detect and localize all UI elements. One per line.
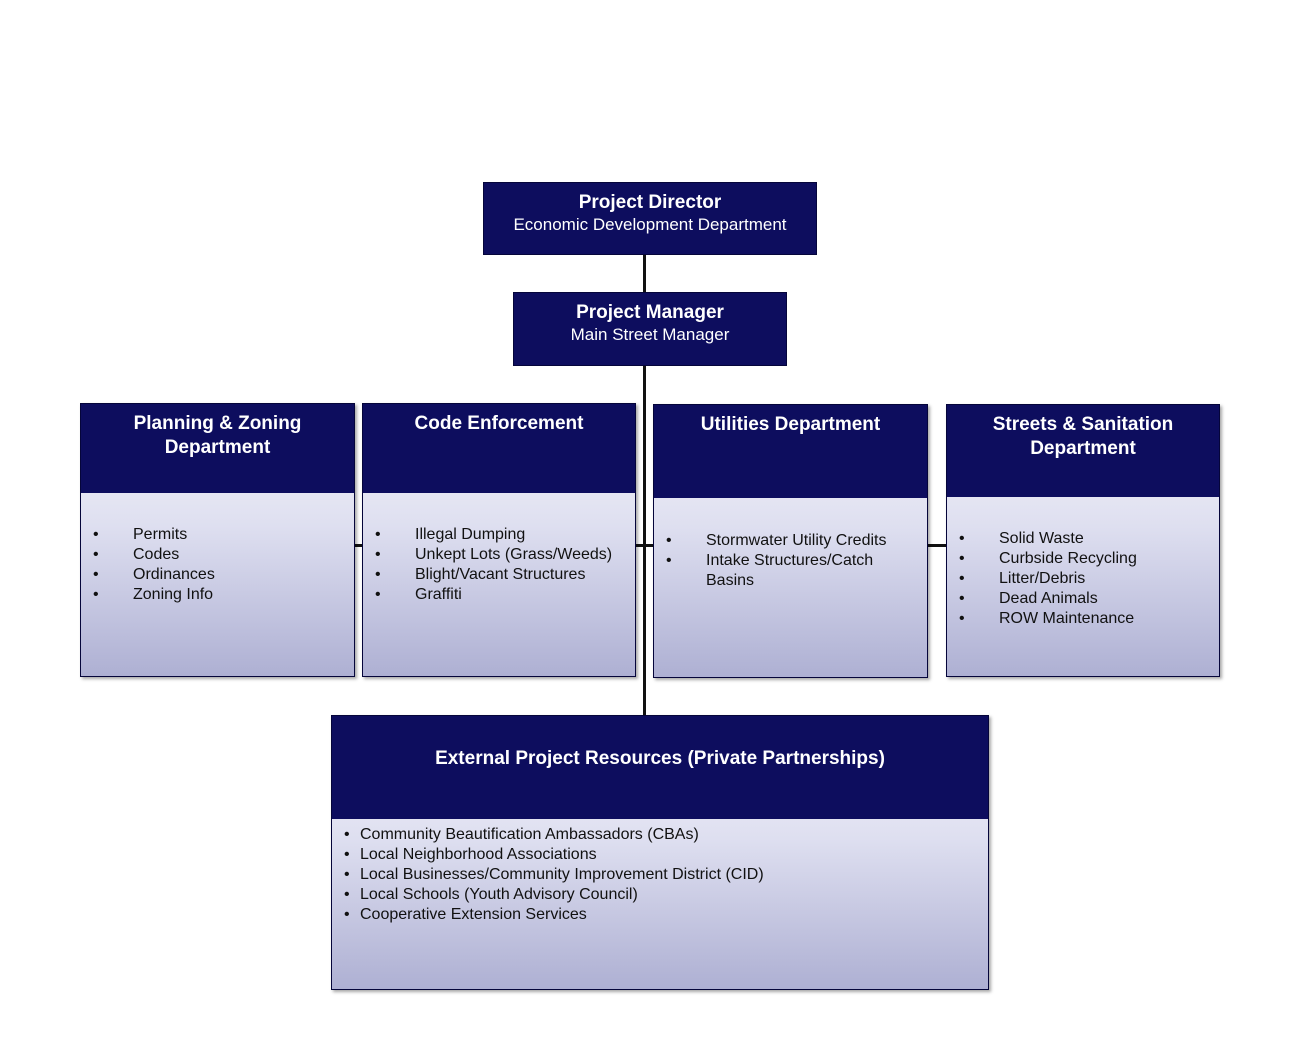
list-item: •Local Businesses/Community Improvement …	[344, 866, 764, 883]
external-item-list: •Community Beautification Ambassadors (C…	[332, 819, 988, 925]
bullet-icon: •	[344, 886, 350, 903]
dept-title: Planning & Zoning Department	[81, 404, 354, 493]
bullet-icon: •	[93, 566, 99, 583]
dept-item-list: •Stormwater Utility Credits •Intake Stru…	[654, 498, 927, 591]
list-item: •Cooperative Extension Services	[344, 906, 587, 923]
director-box: Project Director Economic Development De…	[483, 182, 817, 255]
list-item: •Intake Structures/Catch Basins	[666, 552, 874, 589]
list-item: •Community Beautification Ambassadors (C…	[344, 826, 699, 843]
manager-title: Project Manager	[576, 302, 724, 323]
external-title: External Project Resources (Private Part…	[332, 716, 988, 819]
list-item: •Graffiti	[375, 586, 462, 603]
manager-subtitle: Main Street Manager	[570, 325, 730, 344]
bullet-icon: •	[344, 906, 350, 923]
connector-manager-external	[643, 365, 646, 717]
list-item: •Local Neighborhood Associations	[344, 846, 597, 863]
dept-item-list: •Permits •Codes •Ordinances •Zoning Info	[81, 493, 354, 605]
connector-horizontal	[353, 544, 948, 547]
list-item: •Dead Animals	[959, 590, 1098, 607]
list-item: •Zoning Info	[93, 586, 214, 603]
bullet-icon: •	[375, 546, 381, 563]
connector-director-manager	[643, 254, 646, 294]
bullet-icon: •	[375, 566, 381, 583]
list-item: •Illegal Dumping	[375, 526, 526, 543]
bullet-icon: •	[666, 552, 672, 569]
list-item: •Local Schools (Youth Advisory Council)	[344, 886, 638, 903]
bullet-icon: •	[344, 866, 350, 883]
list-item: •Permits	[93, 526, 188, 543]
dept-code-enforcement: Code Enforcement •Illegal Dumping •Unkep…	[362, 403, 636, 677]
list-item: •Unkept Lots (Grass/Weeds)	[375, 546, 613, 563]
bullet-icon: •	[959, 610, 965, 627]
bullet-icon: •	[959, 570, 965, 587]
list-item: •Codes	[93, 546, 180, 563]
dept-title: Streets & Sanitation Department	[947, 405, 1219, 497]
manager-box: Project Manager Main Street Manager	[513, 292, 787, 366]
list-item: •Ordinances	[93, 566, 215, 583]
external-resources: External Project Resources (Private Part…	[331, 715, 989, 990]
dept-item-list: •Illegal Dumping •Unkept Lots (Grass/Wee…	[363, 493, 635, 605]
list-item: •Solid Waste	[959, 530, 1084, 547]
bullet-icon: •	[959, 550, 965, 567]
dept-utilities: Utilities Department •Stormwater Utility…	[653, 404, 928, 678]
list-item: •Blight/Vacant Structures	[375, 566, 586, 583]
bullet-icon: •	[959, 530, 965, 547]
dept-item-list: •Solid Waste •Curbside Recycling •Litter…	[947, 497, 1219, 629]
list-item: •Curbside Recycling	[959, 550, 1137, 567]
bullet-icon: •	[344, 846, 350, 863]
bullet-icon: •	[375, 586, 381, 603]
bullet-icon: •	[666, 532, 672, 549]
list-item: •ROW Maintenance	[959, 610, 1135, 627]
dept-planning-zoning: Planning & Zoning Department •Permits •C…	[80, 403, 355, 677]
director-title: Project Director	[578, 192, 722, 213]
bullet-icon: •	[93, 546, 99, 563]
dept-streets-sanitation: Streets & Sanitation Department •Solid W…	[946, 404, 1220, 677]
dept-title: Code Enforcement	[363, 404, 635, 493]
dept-title: Utilities Department	[654, 405, 927, 498]
bullet-icon: •	[344, 826, 350, 843]
list-item: •Stormwater Utility Credits	[666, 532, 887, 549]
bullet-icon: •	[959, 590, 965, 607]
bullet-icon: •	[93, 526, 99, 543]
bullet-icon: •	[93, 586, 99, 603]
list-item: •Litter/Debris	[959, 570, 1086, 587]
director-subtitle: Economic Development Department	[513, 215, 787, 234]
bullet-icon: •	[375, 526, 381, 543]
